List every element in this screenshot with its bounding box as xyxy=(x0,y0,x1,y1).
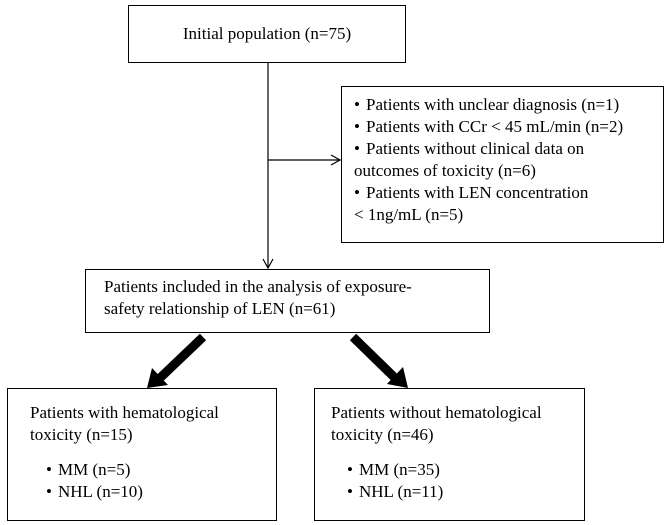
exclusion-item: Patients without clinical data on outcom… xyxy=(354,138,655,182)
without-toxicity-item: NHL (n=11) xyxy=(347,481,574,503)
exclusion-item: Patients with LEN concentration < 1ng/mL… xyxy=(354,182,655,226)
included-label-line1: Patients included in the analysis of exp… xyxy=(104,277,412,296)
exclusion-item-text: Patients with LEN concentration xyxy=(366,183,589,202)
with-toxicity-box: Patients with hematological toxicity (n=… xyxy=(7,388,277,521)
exclusion-list: Patients with unclear diagnosis (n=1) Pa… xyxy=(354,94,655,226)
included-label-line2: safety relationship of LEN (n=61) xyxy=(104,299,336,318)
without-toxicity-item: MM (n=35) xyxy=(347,459,574,481)
included-patients-box: Patients included in the analysis of exp… xyxy=(85,269,490,333)
exclusion-item-text: Patients with unclear diagnosis (n=1) xyxy=(366,95,620,114)
left-thick-arrow-head xyxy=(147,368,168,388)
exclusion-item: Patients with CCr < 45 mL/min (n=2) xyxy=(354,116,655,138)
without-toxicity-box: Patients without hematological toxicity … xyxy=(314,388,585,521)
exclusion-item-text: Patients without clinical data on xyxy=(366,139,585,158)
with-toxicity-list: MM (n=5) NHL (n=10) xyxy=(30,459,266,503)
right-thick-arrow-head xyxy=(387,367,408,388)
with-toxicity-item: MM (n=5) xyxy=(46,459,266,481)
left-thick-arrow-shaft xyxy=(156,333,207,382)
without-toxicity-title-line1: Patients without hematological xyxy=(331,403,542,422)
initial-population-label: Initial population (n=75) xyxy=(182,24,352,43)
exclusion-item-text: Patients with CCr < 45 mL/min (n=2) xyxy=(366,117,624,136)
exclusion-item-text-continued: < 1ng/mL (n=5) xyxy=(354,205,464,224)
initial-population-box: Initial population (n=75) xyxy=(128,5,406,63)
exclusion-item-text-continued: outcomes of toxicity (n=6) xyxy=(354,161,536,180)
exclusion-criteria-box: Patients with unclear diagnosis (n=1) Pa… xyxy=(341,86,664,243)
with-toxicity-title-line2: toxicity (n=15) xyxy=(30,425,133,444)
with-toxicity-title-line1: Patients with hematological xyxy=(30,403,219,422)
exclusion-item: Patients with unclear diagnosis (n=1) xyxy=(354,94,655,116)
with-toxicity-item: NHL (n=10) xyxy=(46,481,266,503)
exclusion-branch-arrowhead xyxy=(330,154,342,166)
main-flow-arrowhead xyxy=(262,258,274,270)
without-toxicity-list: MM (n=35) NHL (n=11) xyxy=(331,459,574,503)
right-thick-arrow-shaft xyxy=(349,333,398,381)
without-toxicity-title-line2: toxicity (n=46) xyxy=(331,425,434,444)
